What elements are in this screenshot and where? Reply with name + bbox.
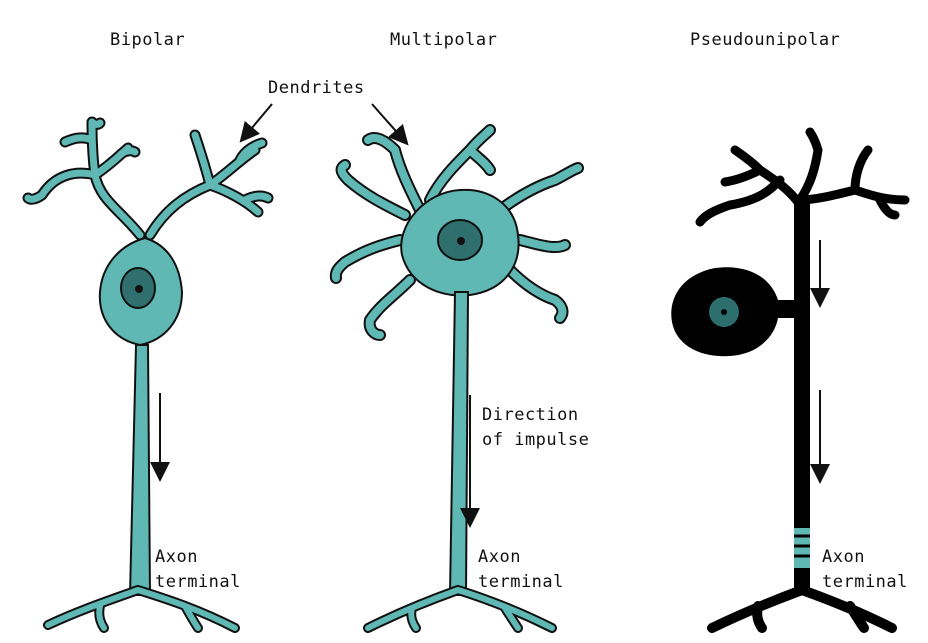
label-axon-pseudounipolar: Axon xyxy=(822,547,865,567)
label-direction-line2: of impulse xyxy=(482,430,589,450)
multipolar-neuron xyxy=(336,130,578,628)
bipolar-axon-terminal xyxy=(48,590,235,628)
label-terminal-multipolar: terminal xyxy=(478,572,564,592)
bipolar-axon xyxy=(130,345,150,595)
multipolar-axon-terminal xyxy=(368,590,552,628)
dendrites-pointer-left xyxy=(246,104,272,135)
label-axon-bipolar: Axon xyxy=(155,547,198,567)
label-axon-multipolar: Axon xyxy=(478,547,521,567)
pseudounipolar-neuron xyxy=(671,132,905,628)
label-terminal-bipolar: terminal xyxy=(155,572,241,592)
bipolar-dendrites xyxy=(28,122,268,235)
title-bipolar: Bipolar xyxy=(110,30,185,50)
label-direction-line1: Direction xyxy=(482,405,579,425)
multipolar-nucleolus xyxy=(457,237,465,245)
pseudounipolar-nucleolus xyxy=(721,309,727,315)
pseudounipolar-myelin-gap xyxy=(794,528,810,568)
bipolar-nucleolus xyxy=(135,285,143,293)
bipolar-neuron xyxy=(28,122,268,628)
title-pseudounipolar: Pseudounipolar xyxy=(690,30,840,50)
pseudounipolar-axon-terminal xyxy=(712,590,892,628)
label-terminal-pseudounipolar: terminal xyxy=(822,572,908,592)
label-dendrites: Dendrites xyxy=(268,78,365,98)
multipolar-axon xyxy=(450,292,468,595)
title-multipolar: Multipolar xyxy=(390,30,497,50)
